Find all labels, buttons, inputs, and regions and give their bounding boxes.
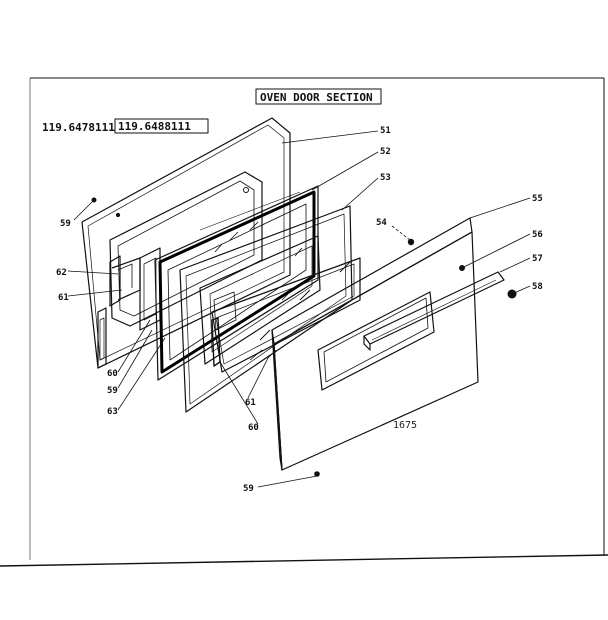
door-handle [363, 271, 505, 351]
part-label-57: 57 [532, 254, 543, 264]
inner-glass [211, 257, 361, 373]
diagram-title: OVEN DOOR SECTION [260, 91, 373, 104]
part-label-51: 51 [380, 126, 391, 136]
part-label-59-top: 59 [60, 219, 71, 229]
part-label-60: 60 [107, 369, 118, 379]
model-number-box [114, 118, 209, 134]
part-label-58: 58 [532, 282, 543, 292]
reference-code: 1675 [393, 420, 417, 431]
leader-lines [67, 130, 531, 488]
front-door-panel [271, 217, 479, 471]
frame-bottom-line [0, 554, 608, 567]
part-label-59-mid: 59 [107, 386, 118, 396]
title-box [255, 88, 382, 105]
outer-door-panel [81, 117, 291, 369]
part-label-59-bottom: 59 [243, 484, 254, 494]
part-label-60-lower: 60 [248, 423, 259, 433]
part-label-54: 54 [376, 218, 387, 228]
screws [91, 197, 517, 477]
inner-frame [109, 247, 161, 331]
insulation-panel [154, 185, 319, 381]
part-label-63: 63 [107, 407, 118, 417]
part-label-61-lower: 61 [245, 398, 256, 408]
part-label-55: 55 [532, 194, 543, 204]
part-label-62: 62 [56, 268, 67, 278]
part-label-53: 53 [380, 173, 391, 183]
part-label-61-left: 61 [58, 293, 69, 303]
model-number-2: 119.6488111 [118, 120, 191, 133]
model-number-1: 119.6478111 [42, 121, 115, 134]
part-label-52: 52 [380, 147, 391, 157]
part-label-56: 56 [532, 230, 543, 240]
